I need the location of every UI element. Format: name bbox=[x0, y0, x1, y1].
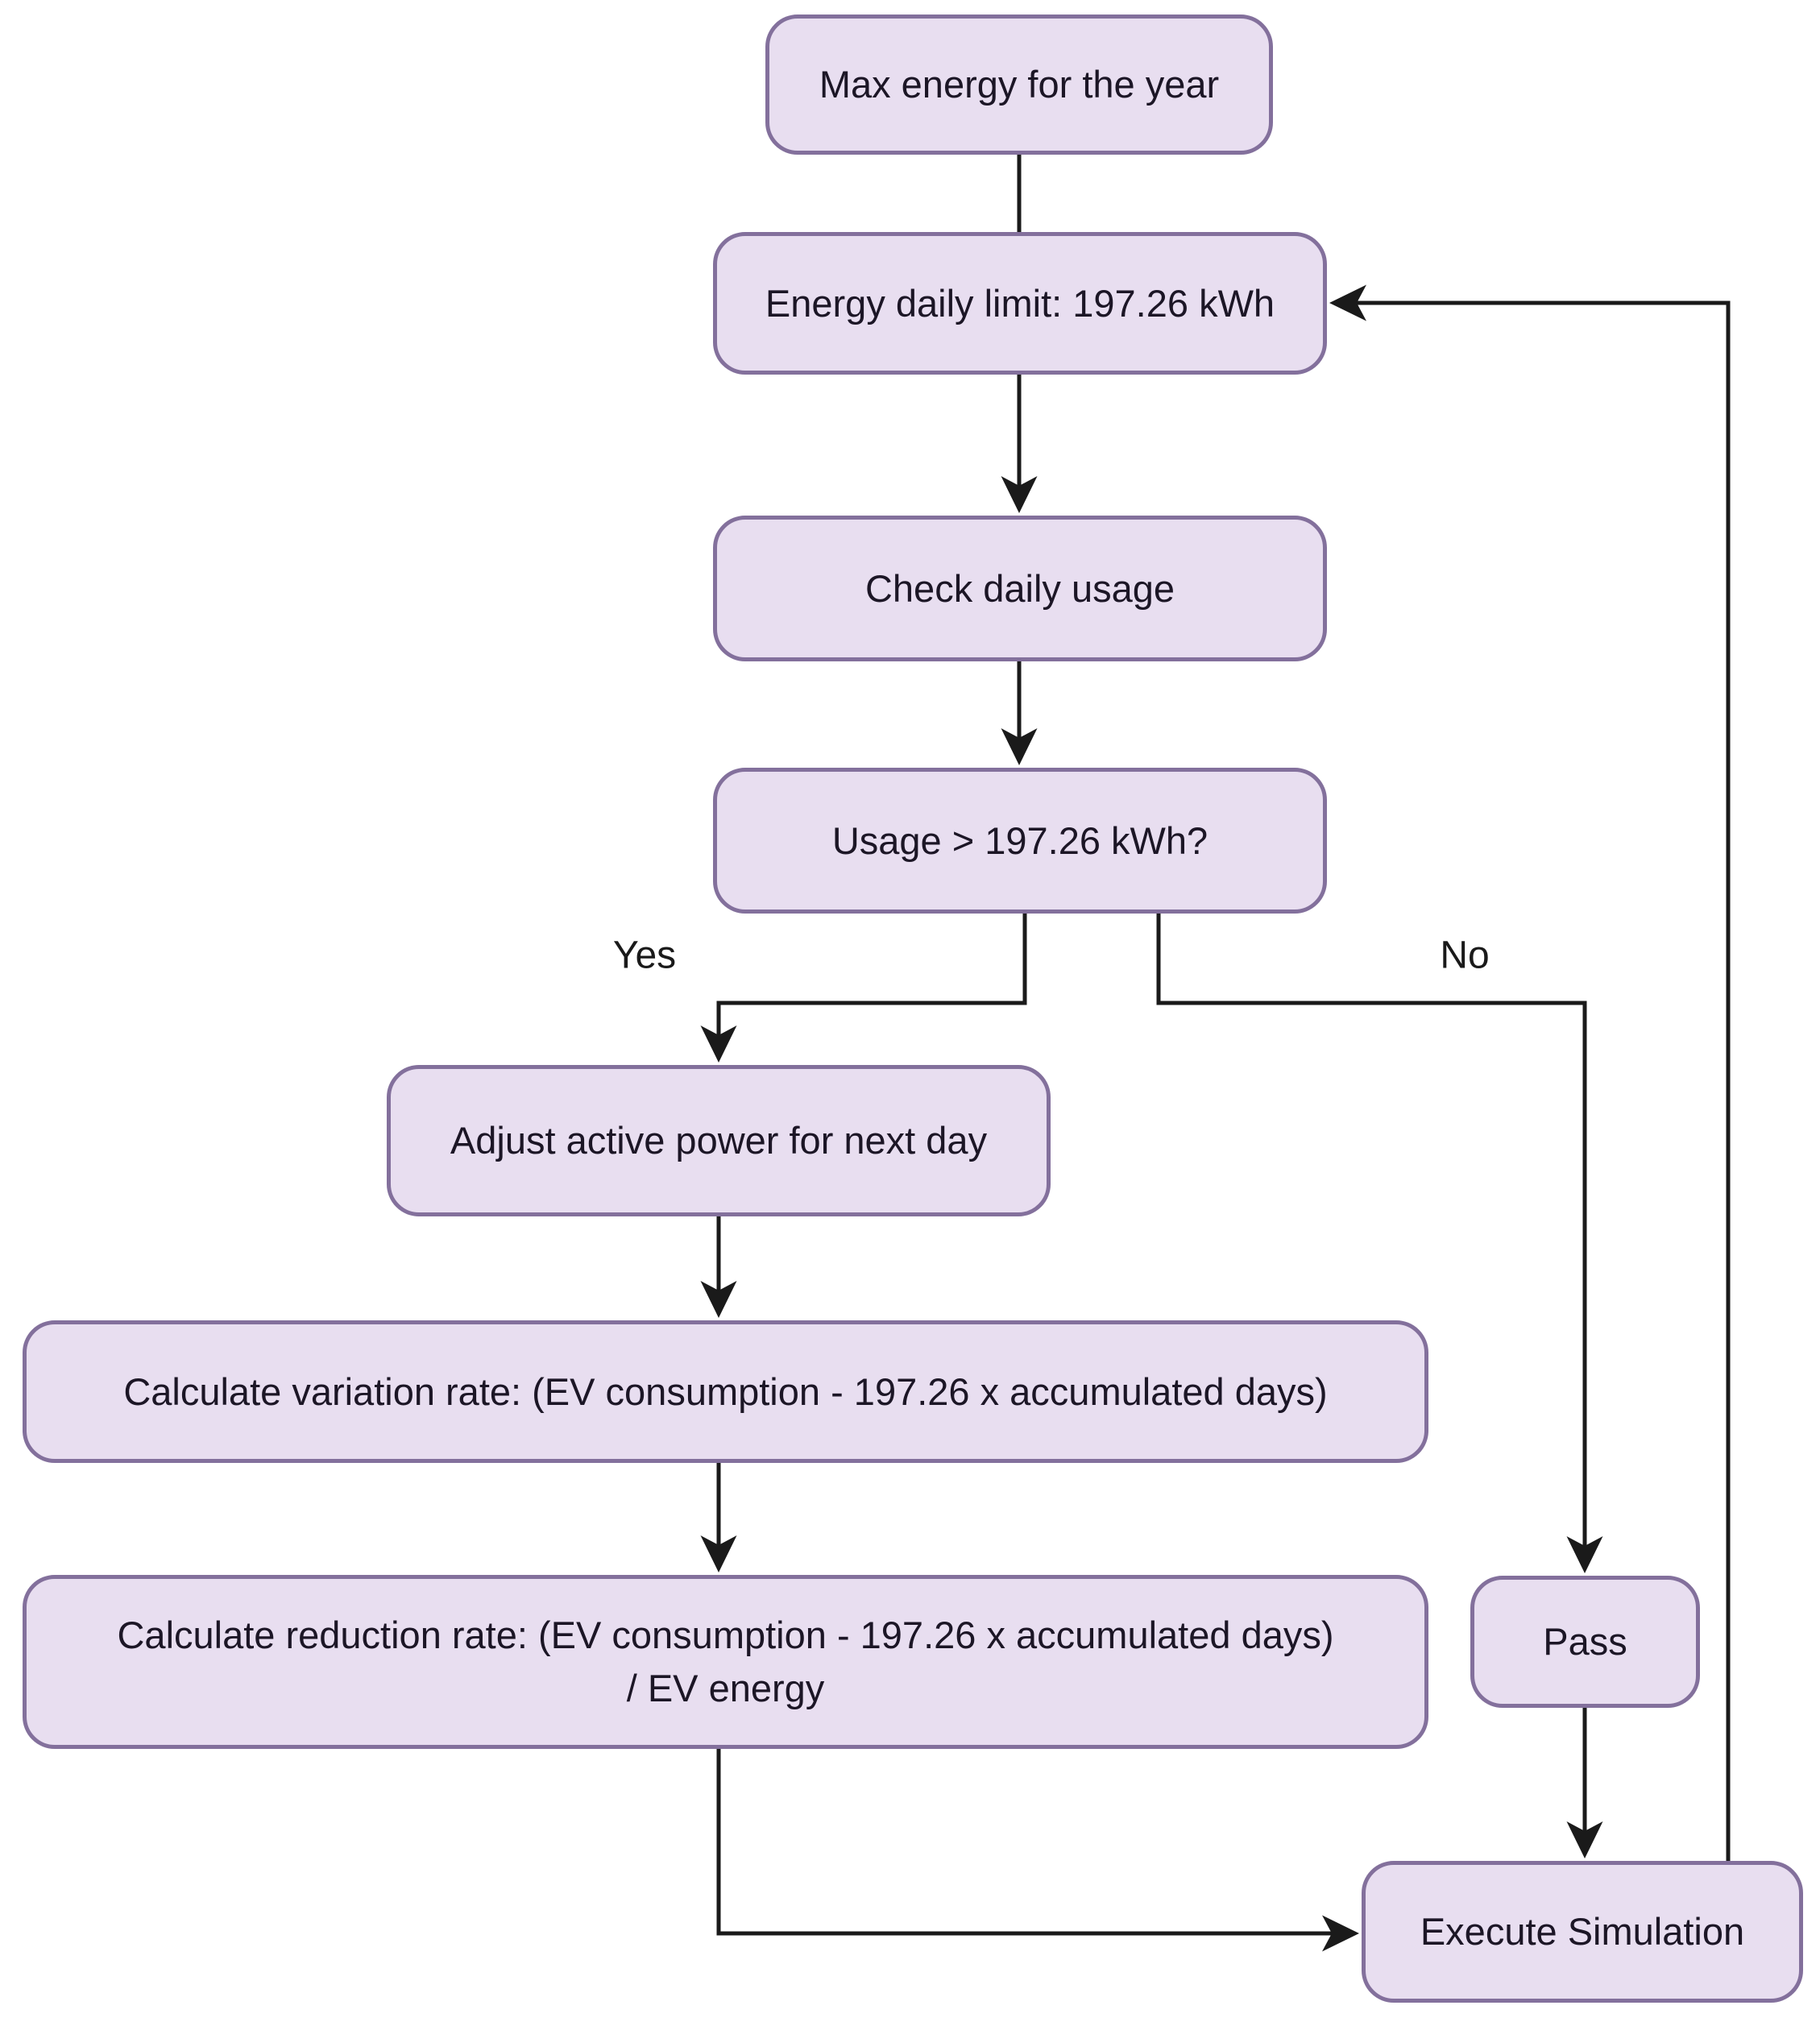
edge-usage-to-pass-no bbox=[1156, 914, 1603, 1573]
node-execute-simulation-label: Execute Simulation bbox=[1420, 1910, 1745, 1954]
edge-execute-to-limit-loop bbox=[1329, 284, 1731, 1861]
node-pass-label: Pass bbox=[1543, 1620, 1627, 1664]
edge-usage-to-adjust-yes bbox=[700, 914, 1027, 1063]
node-adjust-active-power-label: Adjust active power for next day bbox=[450, 1119, 988, 1162]
edge-reduction-to-execute bbox=[716, 1749, 1359, 1952]
node-calculate-reduction-rate-line1: Calculate reduction rate: (EV consumptio… bbox=[117, 1614, 1334, 1657]
node-usage-decision: Usage > 197.26 kWh? bbox=[713, 768, 1327, 914]
node-calculate-reduction-rate: Calculate reduction rate: (EV consumptio… bbox=[23, 1575, 1428, 1749]
node-check-daily-usage: Check daily usage bbox=[713, 516, 1327, 661]
node-energy-daily-limit: Energy daily limit: 197.26 kWh bbox=[713, 232, 1327, 375]
node-max-energy-label: Max energy for the year bbox=[819, 63, 1220, 106]
node-check-daily-usage-label: Check daily usage bbox=[864, 566, 1175, 610]
node-max-energy: Max energy for the year bbox=[765, 15, 1273, 155]
node-pass: Pass bbox=[1470, 1576, 1700, 1708]
edge-label-yes: Yes bbox=[612, 934, 677, 977]
node-usage-decision-label: Usage > 197.26 kWh? bbox=[831, 818, 1208, 862]
node-adjust-active-power: Adjust active power for next day bbox=[387, 1065, 1051, 1216]
node-energy-daily-limit-label: Energy daily limit: 197.26 kWh bbox=[765, 281, 1275, 325]
node-calculate-variation-rate: Calculate variation rate: (EV consumptio… bbox=[23, 1320, 1428, 1463]
node-calculate-reduction-rate-line2: / EV energy bbox=[626, 1667, 825, 1709]
node-calculate-variation-rate-label: Calculate variation rate: (EV consumptio… bbox=[123, 1369, 1328, 1413]
edge-label-no: No bbox=[1440, 934, 1490, 977]
node-execute-simulation: Execute Simulation bbox=[1362, 1861, 1803, 2003]
